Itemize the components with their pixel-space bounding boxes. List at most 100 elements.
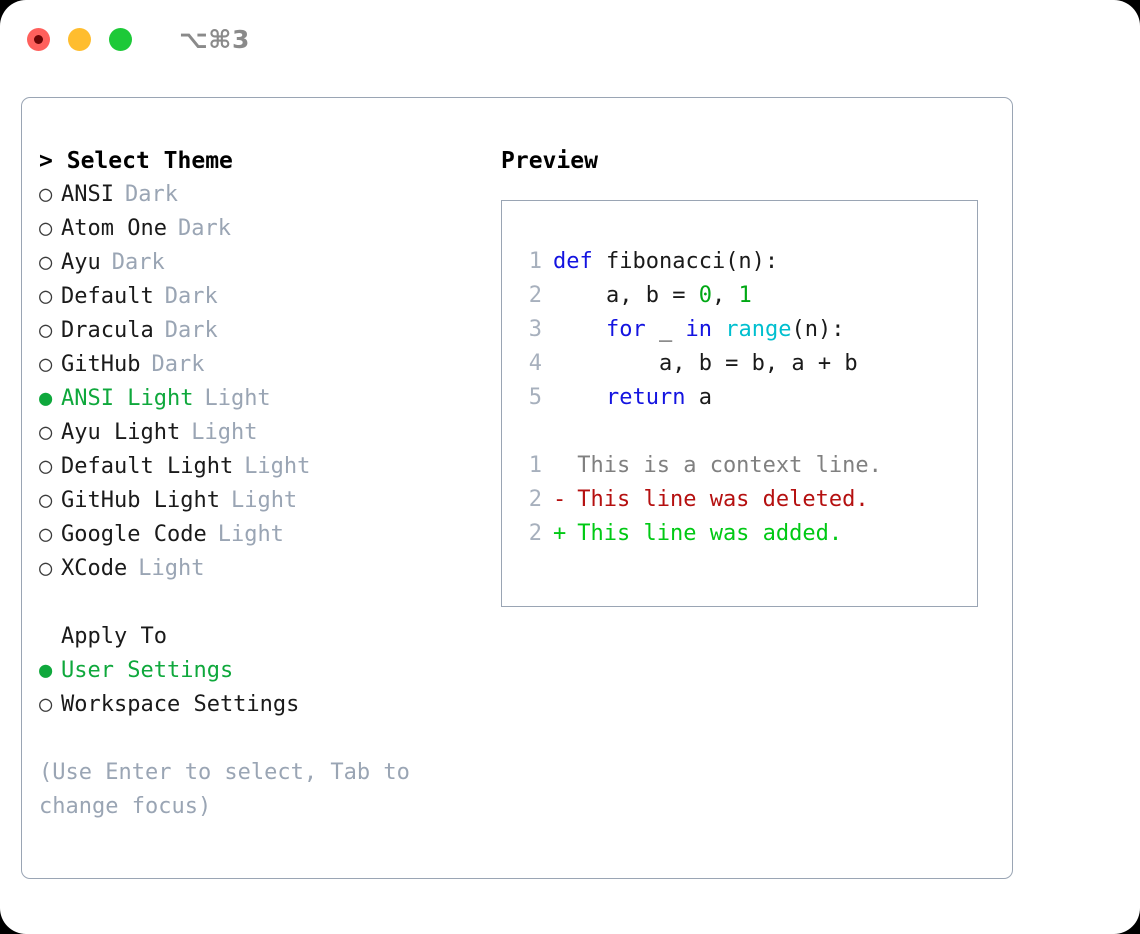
theme-option-name: XCode	[61, 556, 128, 581]
theme-option-ayu[interactable]: ○ Ayu Dark	[39, 246, 484, 280]
keyboard-hint: (Use Enter to select, Tab to change focu…	[39, 760, 410, 819]
code-token: range	[725, 317, 792, 342]
window-controls	[27, 27, 132, 51]
radio-unselected-icon: ○	[39, 182, 53, 207]
theme-option-name: Dracula	[61, 318, 154, 343]
line-number: 5	[528, 385, 542, 410]
theme-option-name: Ayu	[61, 250, 101, 275]
diff-line-del: 2- This line was deleted.	[520, 483, 882, 517]
radio-unselected-icon: ○	[39, 556, 53, 581]
code-token: (n):	[791, 317, 845, 342]
line-number: 1	[528, 453, 542, 478]
title-bar: ⌥⌘3	[0, 0, 1140, 78]
theme-option-kind: Dark	[151, 352, 205, 377]
code-line-text: def fibonacci(n):	[553, 245, 778, 279]
code-token: _	[645, 317, 686, 342]
theme-option-kind: Light	[230, 488, 298, 513]
code-token: return	[605, 385, 686, 410]
line-number: 2	[528, 487, 542, 512]
code-line: 2 a, b = 0, 1	[520, 279, 858, 313]
code-token: for	[605, 317, 646, 342]
radio-unselected-icon: ○	[39, 284, 53, 309]
radio-unselected-icon: ○	[39, 488, 53, 513]
line-number: 1	[528, 249, 542, 274]
theme-option-xcode[interactable]: ○ XCode Light	[39, 552, 484, 586]
theme-option-kind: Light	[217, 522, 284, 547]
code-line: 5 return a	[520, 381, 858, 415]
line-number: 2	[528, 521, 542, 546]
theme-option-name: Google Code	[61, 522, 207, 547]
code-token: a, b = b, a + b	[553, 351, 858, 376]
page-title: Select Theme	[66, 148, 233, 174]
code-token: fibonacci(n):	[605, 249, 779, 274]
apply-to-option-name: Workspace Settings	[61, 692, 300, 717]
code-line: 1 def fibonacci(n):	[520, 245, 858, 279]
diff-line-text: This line was deleted.	[564, 487, 869, 512]
radio-selected-icon: ●	[39, 658, 53, 683]
code-token	[553, 317, 606, 342]
code-token: a, b =	[553, 283, 699, 308]
theme-option-kind: Light	[244, 454, 311, 479]
minimize-button[interactable]	[68, 27, 91, 51]
close-button[interactable]	[27, 27, 50, 51]
code-token: 1	[738, 283, 752, 308]
code-token	[712, 317, 725, 342]
radio-unselected-icon: ○	[39, 454, 53, 479]
diff-line-context: 1 This is a context line.	[520, 449, 882, 483]
maximize-button[interactable]	[109, 27, 132, 51]
line-number: 3	[528, 317, 542, 342]
theme-option-name: Ayu Light	[61, 420, 181, 445]
theme-option-github[interactable]: ○ GitHub Dark	[39, 348, 484, 382]
diff-line-text: This line was added.	[564, 521, 843, 546]
window-title: ⌥⌘3	[179, 24, 250, 54]
diff-sign: +	[553, 521, 567, 546]
apply-to-option-workspace-settings[interactable]: ○ Workspace Settings	[39, 688, 484, 722]
code-line: 4 a, b = b, a + b	[520, 347, 858, 381]
diff-line-text: This is a context line.	[564, 453, 882, 478]
radio-unselected-icon: ○	[39, 250, 53, 275]
code-token: def	[553, 249, 606, 274]
theme-option-kind: Light	[204, 386, 271, 411]
radio-unselected-icon: ○	[39, 352, 53, 377]
theme-option-kind: Light	[191, 420, 258, 445]
line-number: 4	[528, 351, 542, 376]
radio-selected-icon: ●	[39, 386, 53, 411]
list-spacer	[39, 586, 484, 620]
diff-sign: -	[553, 487, 567, 512]
line-number: 2	[528, 283, 542, 308]
preview-heading: Preview	[501, 148, 598, 174]
theme-option-name: Atom One	[61, 216, 167, 241]
theme-option-name: ANSI	[61, 182, 114, 207]
theme-option-kind: Light	[138, 556, 205, 581]
radio-unselected-icon: ○	[39, 216, 53, 241]
code-line-text: for _ in range(n):	[553, 313, 844, 347]
apply-to-list: ●User Settings ○ Workspace Settings	[39, 654, 484, 722]
theme-picker-heading: > Select Theme	[39, 144, 484, 178]
code-token	[553, 385, 606, 410]
apply-to-label: Apply To	[61, 624, 167, 649]
code-token: a	[685, 385, 712, 410]
apply-to-option-user-settings[interactable]: ●User Settings	[39, 654, 484, 688]
diff-line-add: 2 + This line was added.	[520, 517, 882, 551]
theme-option-kind: Dark	[111, 250, 165, 275]
radio-unselected-icon: ○	[39, 318, 53, 343]
radio-unselected-icon: ○	[39, 522, 53, 547]
code-token: in	[685, 317, 712, 342]
radio-unselected-icon: ○	[39, 692, 53, 717]
theme-option-google-code[interactable]: ○ Google Code Light	[39, 518, 484, 552]
diff-sign	[553, 449, 564, 483]
theme-option-kind: Dark	[164, 284, 218, 309]
theme-option-name: GitHub	[61, 352, 141, 377]
